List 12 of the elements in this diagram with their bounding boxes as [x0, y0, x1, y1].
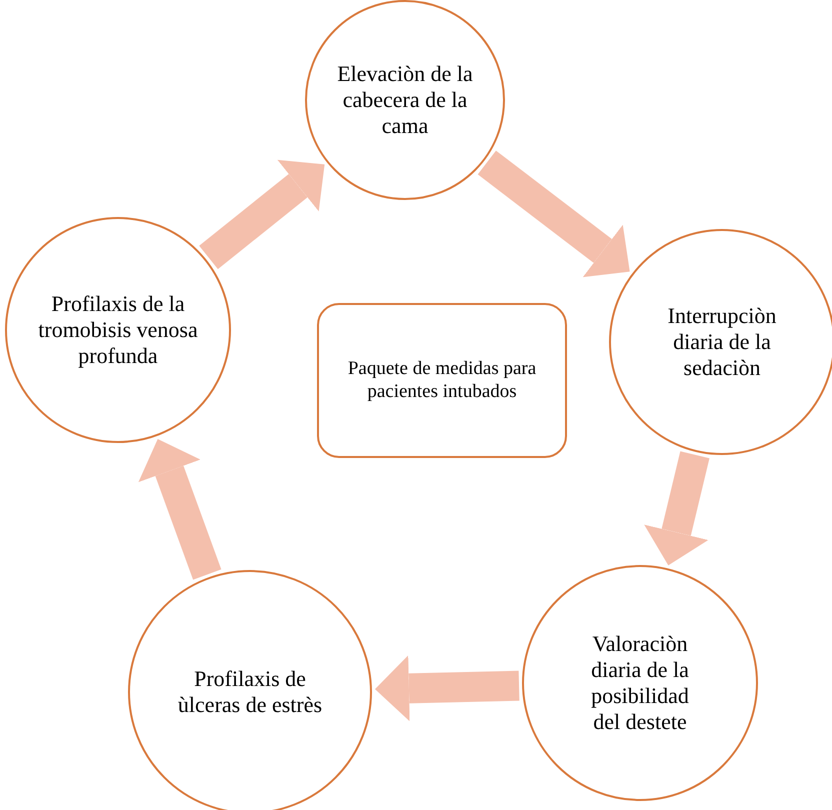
node-text: Elevaciòn de la cabecera de la cama [336, 61, 474, 139]
node-text: Valoraciòn diaria de la posibilidad del destete [590, 631, 690, 735]
node-text: Profilaxis de la tromobisis venosa profunda [38, 291, 198, 369]
block-arrow [374, 655, 520, 722]
block-arrow [138, 438, 222, 580]
node-text: Profilaxis de ùlceras de estrès [176, 666, 324, 718]
block-arrow [478, 150, 630, 278]
rounded-box [317, 303, 567, 458]
node-text: Paquete de medidas para pacientes intubados [347, 358, 537, 403]
node-text: Interrupciòn diaria de la sedaciòn [666, 303, 778, 381]
block-arrow [199, 160, 325, 270]
block-arrow [644, 451, 710, 566]
